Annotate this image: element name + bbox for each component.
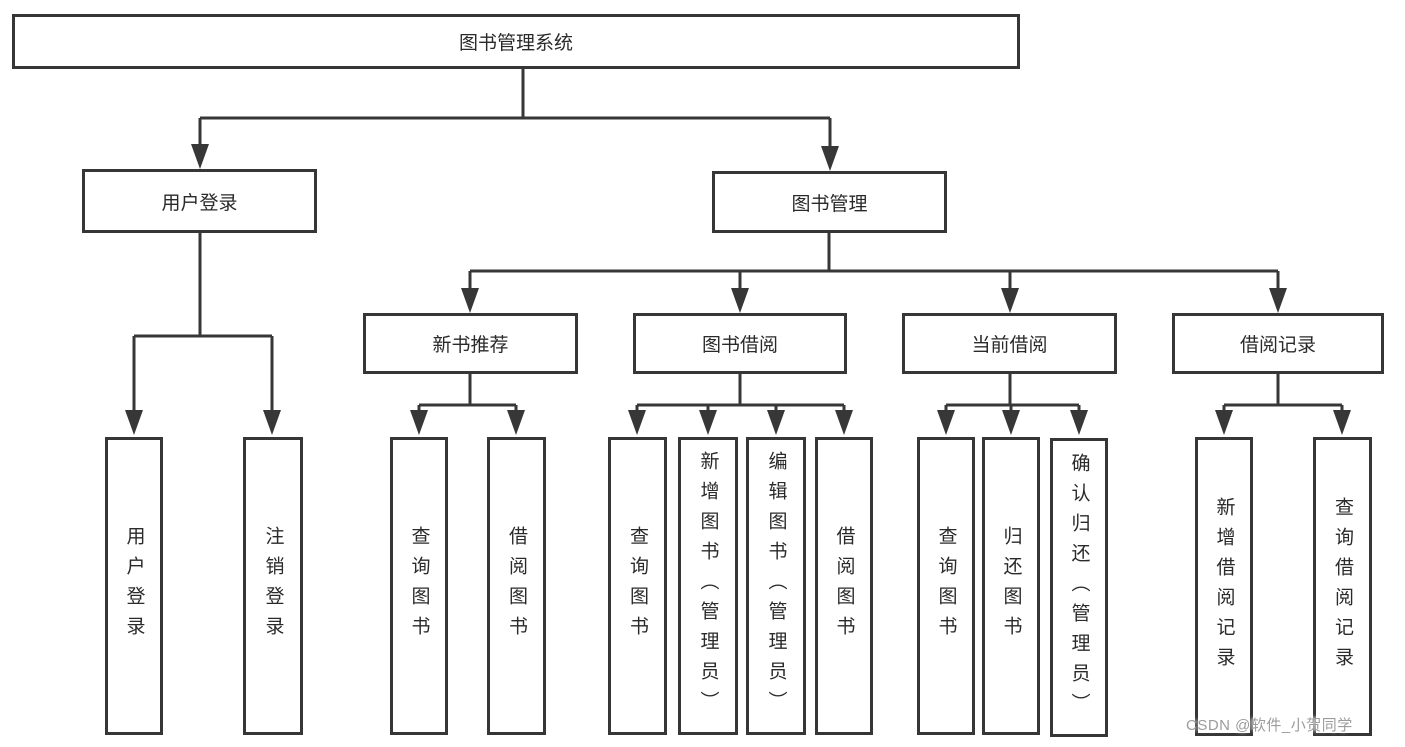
leaf-current-return-label: 归还图书 bbox=[1000, 526, 1022, 646]
node-book-borrowing: 图书借阅 bbox=[633, 313, 847, 374]
node-user-login: 用户登录 bbox=[82, 169, 317, 233]
leaf-borrowing-add: 新增图书（管理员） bbox=[678, 437, 738, 735]
leaf-newbooks-borrow: 借阅图书 bbox=[487, 437, 546, 735]
leaf-borrowing-edit-label: 编辑图书（管理员） bbox=[765, 451, 787, 721]
leaf-current-return: 归还图书 bbox=[982, 437, 1040, 735]
leaf-records-query: 查询借阅记录 bbox=[1313, 437, 1372, 736]
node-user-login-label: 用户登录 bbox=[161, 192, 238, 214]
leaf-current-query: 查询图书 bbox=[917, 437, 975, 735]
node-borrow-records-label: 借阅记录 bbox=[1239, 335, 1316, 356]
leaf-newbooks-query: 查询图书 bbox=[390, 437, 448, 735]
node-book-mgmt: 图书管理 bbox=[712, 171, 947, 233]
leaf-borrowing-query: 查询图书 bbox=[608, 437, 667, 735]
leaf-borrowing-query-label: 查询图书 bbox=[627, 526, 648, 646]
leaf-newbooks-query-label: 查询图书 bbox=[408, 526, 430, 646]
leaf-user-login-label: 用户登录 bbox=[123, 526, 145, 646]
leaf-logout: 注销登录 bbox=[243, 437, 303, 735]
node-root-label: 图书管理系统 bbox=[458, 33, 573, 54]
node-current-borrowing-label: 当前借阅 bbox=[971, 335, 1048, 356]
leaf-records-query-label: 查询借阅记录 bbox=[1332, 496, 1353, 677]
node-new-books-label: 新书推荐 bbox=[432, 335, 509, 356]
watermark: CSDN @软件_小贺同学 bbox=[1186, 717, 1353, 734]
leaf-logout-label: 注销登录 bbox=[262, 526, 284, 646]
node-book-mgmt-label: 图书管理 bbox=[791, 193, 868, 215]
leaf-newbooks-borrow-label: 借阅图书 bbox=[506, 526, 527, 646]
node-book-borrowing-label: 图书借阅 bbox=[701, 335, 778, 356]
node-current-borrowing: 当前借阅 bbox=[902, 313, 1117, 374]
leaf-borrowing-edit: 编辑图书（管理员） bbox=[746, 437, 806, 735]
leaf-borrowing-add-label: 新增图书（管理员） bbox=[697, 451, 719, 721]
node-borrow-records: 借阅记录 bbox=[1172, 313, 1384, 374]
leaf-current-confirm-label: 确认归还（管理员） bbox=[1068, 452, 1090, 723]
leaf-records-add-label: 新增借阅记录 bbox=[1213, 496, 1235, 677]
leaf-borrowing-borrow-label: 借阅图书 bbox=[833, 526, 855, 646]
leaf-borrowing-borrow: 借阅图书 bbox=[815, 437, 873, 735]
leaf-records-add: 新增借阅记录 bbox=[1195, 437, 1253, 736]
leaf-current-query-label: 查询图书 bbox=[935, 526, 957, 646]
node-root: 图书管理系统 bbox=[12, 14, 1020, 69]
node-new-books: 新书推荐 bbox=[363, 313, 578, 374]
leaf-user-login: 用户登录 bbox=[105, 437, 163, 735]
leaf-current-confirm: 确认归还（管理员） bbox=[1050, 438, 1108, 737]
